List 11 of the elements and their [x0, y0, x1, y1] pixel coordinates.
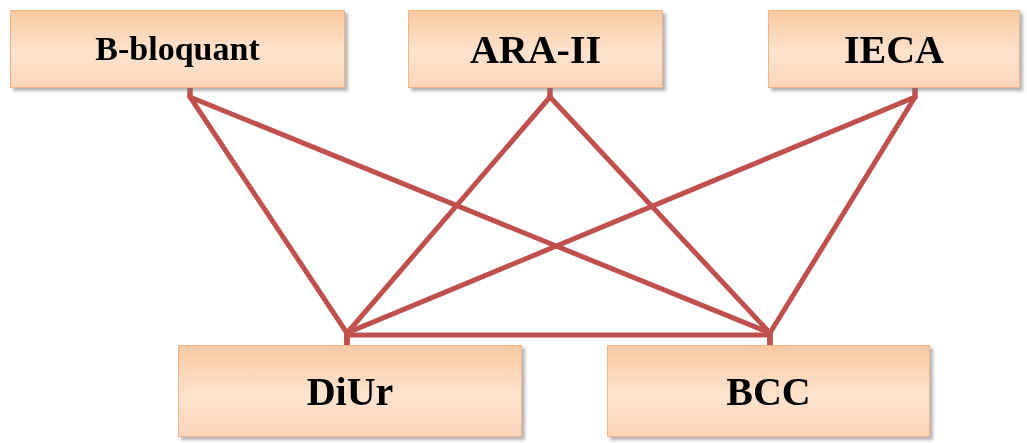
drug-class-label: ARA-II	[469, 25, 602, 73]
drug-class-box	[408, 10, 663, 88]
drug-class-box	[10, 10, 345, 88]
drug-class-box	[178, 345, 522, 437]
drug-class-box	[768, 10, 1020, 88]
drug-class-label: BCC	[726, 367, 811, 415]
drug-class-box	[607, 345, 930, 437]
drug-class-label: B-bloquant	[95, 30, 260, 68]
drug-class-label: DiUr	[306, 367, 394, 415]
drug-class-label: IECA	[844, 25, 944, 73]
connector-line	[344, 332, 773, 345]
